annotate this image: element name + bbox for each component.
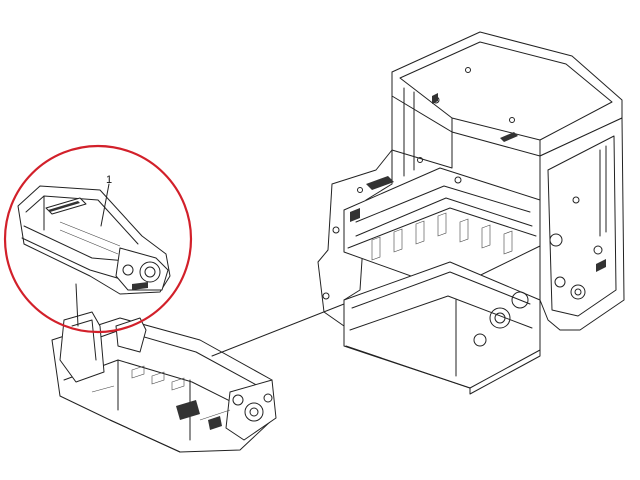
- assembly-line-drum: [75, 283, 79, 327]
- drum-unit: [17, 185, 171, 295]
- leader-lines: [75, 183, 345, 357]
- callout-number: 1: [106, 174, 112, 186]
- assembly-line-cradle: [211, 303, 345, 357]
- printer-chassis: [317, 31, 625, 395]
- callout-circle: [3, 144, 193, 334]
- callout-leader: [100, 183, 110, 227]
- drum-cradle: [51, 311, 277, 453]
